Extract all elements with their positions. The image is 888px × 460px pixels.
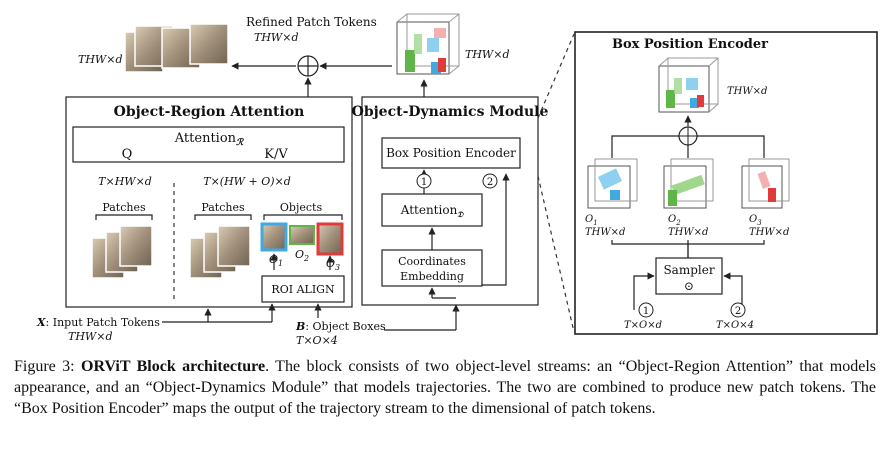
bpe-sum-icon — [678, 126, 698, 146]
odm-c1: 1 — [421, 177, 427, 188]
odm-coord-line2: Embedding — [400, 270, 464, 283]
sampler-label: Sampler — [663, 263, 714, 277]
odm-coord-box — [381, 249, 483, 287]
bpe-c1-dim: T×O×d — [624, 320, 662, 331]
patches-left-stack — [91, 225, 153, 279]
odm-bpe-box — [381, 137, 521, 169]
bpe-cube-o3 — [741, 158, 790, 209]
bpe-step-2 — [730, 302, 746, 318]
bpe-o1: O1 — [585, 214, 598, 227]
top-left-dim: THW×d — [78, 53, 123, 66]
ora-attention-label: Attentionℛ — [174, 131, 244, 148]
bpe-c2-dim: T×O×4 — [716, 320, 754, 331]
bpe-c1: 1 — [643, 306, 649, 317]
ora-patches-left: Patches — [102, 201, 146, 214]
refined-label: Refined Patch Tokens — [246, 15, 377, 29]
odm-coord-line1: Coordinates — [398, 255, 466, 268]
bpe-step-1 — [638, 302, 654, 318]
ora-dim-left: T×HW×d — [98, 175, 152, 188]
ora-objects: Objects — [280, 201, 323, 214]
bpe-panel-title: Box Position Encoder — [612, 37, 768, 52]
bpe-cube-o2 — [663, 158, 714, 209]
ora-q: Q — [122, 147, 133, 162]
odm-step-1 — [416, 173, 432, 189]
top-right-dim: THW×d — [465, 48, 510, 61]
refined-dim: THW×d — [254, 31, 299, 44]
bpe-o3: O3 — [749, 214, 762, 227]
orvit-diagram: THW×d Refined Patch Tokens THW×d THW×d O… — [36, 13, 878, 345]
roi-align-label: ROI ALIGN — [271, 283, 335, 296]
sampler-box — [655, 257, 723, 295]
odm-title: Object-Dynamics Module — [352, 104, 549, 120]
odm-step-2 — [482, 173, 498, 189]
bpe-c2: 2 — [735, 306, 741, 317]
sampler-op: ⊙ — [684, 279, 694, 293]
input-x-label: X: Input Patch Tokens — [36, 316, 160, 329]
input-b-label: B: Object Boxes — [295, 320, 386, 333]
ora-patches-right: Patches — [201, 201, 245, 214]
bpe-o2: O2 — [668, 214, 681, 227]
input-b-dim: T×O×4 — [296, 334, 338, 345]
patches-right-stack — [189, 225, 251, 279]
object-crop-1 — [260, 222, 288, 252]
ora-o2: O2 — [295, 248, 309, 263]
bpe-panel — [574, 31, 878, 335]
output-frames-stack — [124, 23, 229, 73]
bpe-o2-dim: THW×d — [668, 227, 708, 238]
ora-attention-box — [72, 126, 345, 163]
zoom-line-bottom — [537, 175, 575, 333]
caption-lead: Figure 3: — [14, 358, 82, 375]
ora-title: Object-Region Attention — [114, 104, 305, 120]
ora-kv: K/V — [264, 147, 288, 162]
object-crop-3 — [316, 222, 344, 256]
bpe-top-cube — [658, 57, 719, 113]
top-cube — [396, 13, 460, 75]
roi-align-box — [261, 275, 345, 303]
ora-dim-right: T×(HW + O)×d — [203, 175, 291, 188]
object-crop-2 — [289, 225, 315, 245]
sum-icon — [297, 55, 319, 77]
bpe-o1-dim: THW×d — [585, 227, 625, 238]
odm-c2: 2 — [487, 177, 493, 188]
odm-attention-box — [381, 193, 483, 227]
bpe-cube-o1 — [587, 158, 638, 209]
input-x-dim: THW×d — [68, 330, 113, 343]
odm-bpe-label: Box Position Encoder — [386, 146, 516, 160]
bpe-top-dim: THW×d — [727, 86, 767, 97]
caption-text: . The block consists of two object-level… — [14, 358, 877, 417]
caption-bold: ORViT Block architecture — [81, 358, 266, 375]
figure-caption: Figure 3: ORViT Block architecture. The … — [14, 356, 876, 419]
odm-attention-label: Attention𝔇 — [400, 203, 465, 219]
bpe-o3-dim: THW×d — [749, 227, 789, 238]
